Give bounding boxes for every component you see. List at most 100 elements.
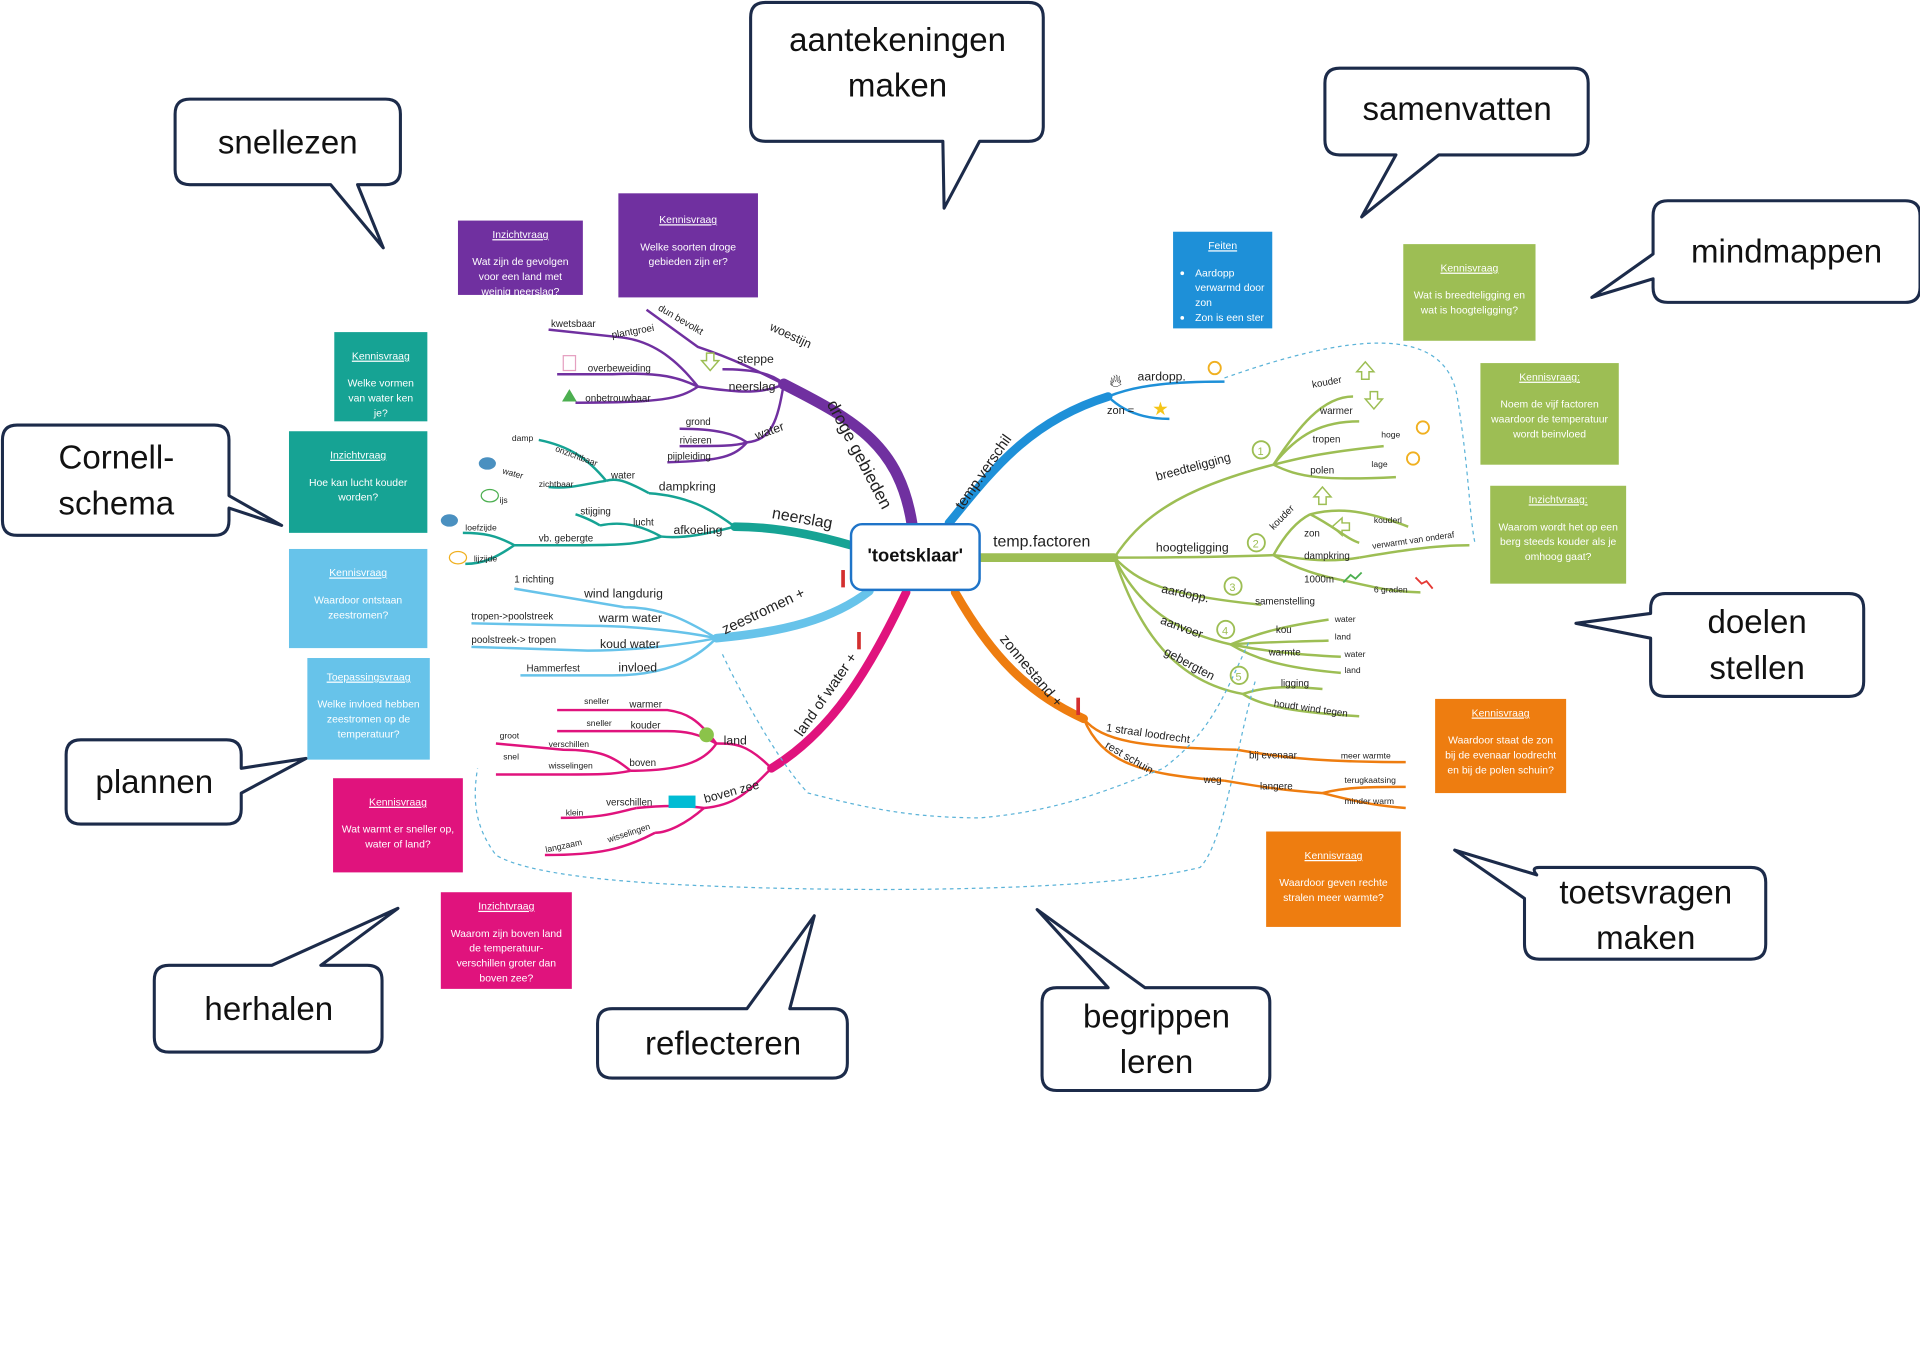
sub-wind-langdurig: wind langdurig [583,586,663,600]
bubble-shape-reflecteren [596,914,849,1080]
facts-card: FeitenAardopp verwarmd door zonZon is ee… [1173,231,1273,329]
sub-dampkring: dampkring [659,480,716,494]
card-title: Kennisvraag [1440,261,1499,274]
sub-land-4: land [1345,665,1361,675]
trend-down-icon [1414,576,1434,590]
number-circle-3 [1223,576,1243,596]
card-title: Kennisvraag [659,213,718,226]
number-circle-1 [1251,440,1271,460]
sub-snel: snel [503,752,519,762]
sea-icon [668,795,696,808]
sub-hoge: hoge [1381,429,1400,439]
sun-icon-hoge [1415,420,1430,435]
sub-hoogteligging: hoogteligging [1156,540,1229,554]
fact-item: Zon is een ster [1195,310,1265,325]
rain-icon [440,514,458,527]
bubble-reflecteren: reflecteren [644,1024,802,1062]
bubble-shape-plannen [64,738,308,826]
branch-temp-verschil [944,392,1113,528]
sub-sneller-2: sneller [587,718,612,728]
sub-bij-evenaar: bij evenaar [1249,750,1298,761]
card-body: Noem de vijf factoren waardoor de temper… [1491,397,1609,440]
sub-verschillen-2: verschillen [606,797,652,808]
sub-gebergten: gebergten [1162,645,1217,684]
sub-rivieren: rivieren [680,436,712,447]
card-body: Wat zijn de gevolgen voor een land met w… [472,255,569,298]
star-icon: ★ [1152,398,1168,419]
branch-neerslag [730,522,856,550]
branch-droge-gebieden [778,378,918,531]
card-body: Hoe kan lucht kouder worden? [308,475,408,504]
svg-text:🔥︎: 🔥︎ [1109,371,1122,391]
card-title: Kennisvraag [369,795,427,808]
bubble-mindmappen: mindmappen [1690,232,1883,271]
thermometer-icon-3 [1076,697,1081,716]
bubble-samenvatten: samenvatten [1362,90,1552,128]
sub-kouderl: kouderl [1374,515,1402,525]
label-zonnestand: zonnestand + [996,632,1065,711]
sub-lage: lage [1371,459,1387,469]
sub-wisselingen: wisselingen [548,760,593,770]
fire-icon: 🔥︎ [1109,371,1122,391]
card-body: Welke vormen van water ken je? [347,376,414,419]
thermometer-icon-2 [857,631,861,650]
sub-water-neerslag: water [610,470,636,481]
sub-richting: 1 richting [514,574,554,585]
sub-dampkring-2: dampkring [1304,551,1350,562]
sub-warmte: warmte [1268,647,1302,658]
sub-minder-warm: minder warm [1345,796,1394,806]
sub-water: water [752,419,786,443]
branch-zeestromen [712,586,874,643]
arrow-up-icon [1355,360,1376,380]
sub-water-2: water [501,465,525,480]
card-body: Waarom wordt het op een berg steeds koud… [1498,520,1618,563]
sub-ijs: ijs [500,495,508,505]
bubble-cornell-schema: Cornell-schema [58,438,175,522]
label-temp-verschil: temp.verschil [953,432,1016,513]
sub-afkoeling: afkoeling [673,523,722,537]
cloud-icon-2 [480,488,499,503]
cloud-icon [478,457,496,470]
sub-n2: 2 [1253,539,1259,551]
branch-zonnestand [950,588,1088,724]
card-body: Wat is breedteligging en wat is hoogteli… [1413,288,1526,316]
bubble-plannen: plannen [95,763,214,801]
card-title: Inzichtvraag [492,228,549,241]
sub-pijpleiding: pijpleiding [667,452,711,463]
sub-ligging: ligging [1281,678,1309,689]
sub-grond: grond [686,417,711,428]
card-title: Inzichtvraag: [1528,493,1588,506]
sun-cloud-icon [448,550,468,565]
card-title: Inzichtvraag [478,899,535,913]
sub-klein: klein [566,807,584,817]
sub-water-4: water [1344,649,1366,659]
sub-hammerfest: Hammerfest [527,664,581,675]
cow-icon [562,355,577,372]
sub-warmer: warmer [628,700,662,711]
sub-groot: groot [500,731,520,741]
sun-icon [1207,360,1222,376]
sun-icon-lage [1406,451,1421,466]
sub-aanvoer: aanvoer [1159,613,1205,642]
number-circle-5 [1229,665,1249,685]
card-body: Waarom zijn boven land de temperatuur-ve… [450,926,562,984]
branch-land-of-water [767,588,911,773]
sub-verwarmt: verwarmt van onderaf [1372,529,1456,551]
card-title: Kennisvraag [1471,706,1530,719]
bubble-shape-mindmappen [1590,199,1920,304]
sub-samenstelling: samenstelling [1255,597,1315,608]
sub-aardopp-2: aardopp. [1160,582,1210,606]
card-body: Welke invloed hebben zeestromen op de te… [317,697,420,740]
sub-6-graden: 6 graden [1374,584,1408,594]
bubble-shape-herhalen [152,906,400,1054]
sub-neerslag: neerslag [729,379,776,393]
sub-land: land [724,734,747,748]
sub-weg: weg [1203,775,1222,786]
sub-kwetsbaar: kwetsbaar [551,319,596,330]
